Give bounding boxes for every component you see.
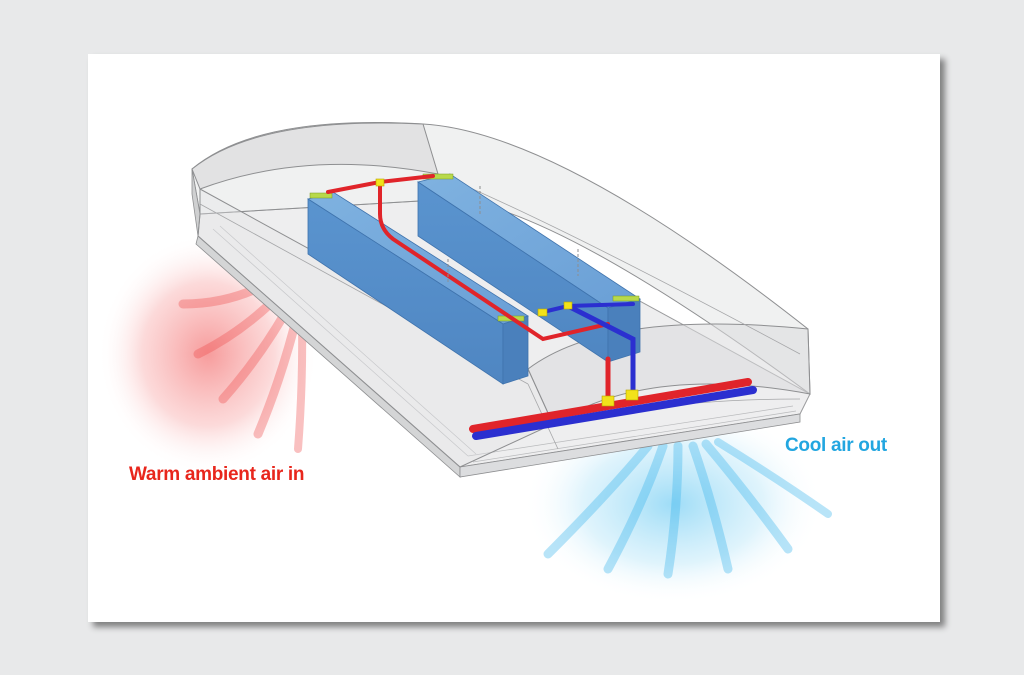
cooling-unit-diagram (98, 122, 832, 604)
cool-air-out-label: Cool air out (785, 435, 887, 456)
diagram-card: Warm ambient air in Cool air out (88, 54, 940, 622)
hanger-rods (447, 186, 579, 284)
warm-air-in-label: Warm ambient air in (129, 464, 305, 485)
pipe-fittings (375, 178, 639, 407)
